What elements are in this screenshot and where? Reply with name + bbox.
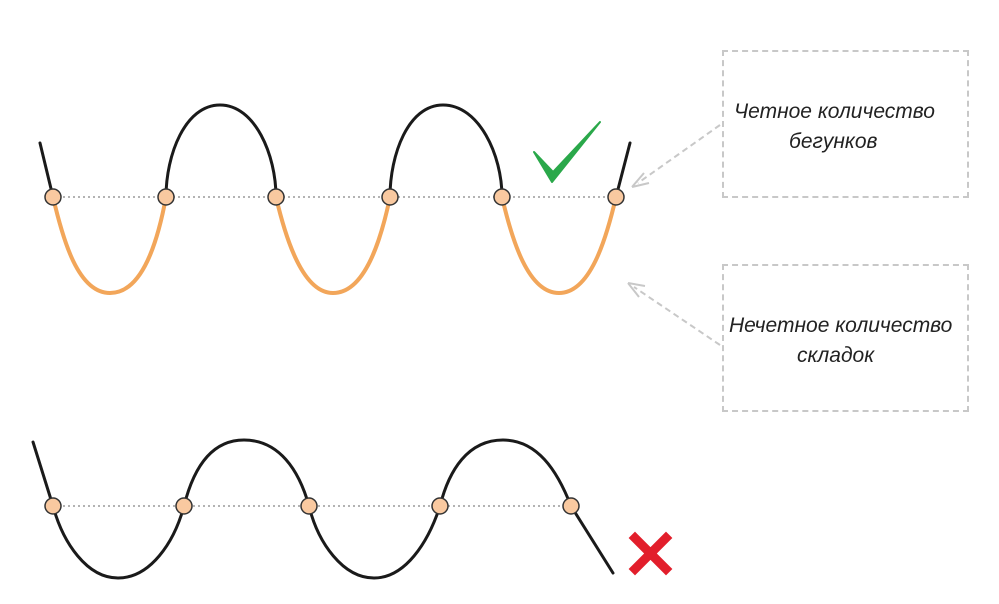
bottom-runner — [175, 497, 193, 515]
top-runner — [607, 188, 625, 206]
incorrect-wave-group — [31, 438, 673, 580]
top-edge-right — [614, 141, 632, 199]
odd-folds-label-line2: складок — [797, 344, 875, 367]
top-runner — [267, 188, 285, 206]
top-runner — [493, 188, 511, 206]
top-fold-1 — [51, 196, 168, 296]
top-crest-1 — [164, 103, 278, 198]
top-runner — [157, 188, 175, 206]
top-fold-2 — [274, 196, 392, 296]
cross-icon — [628, 531, 673, 576]
even-runners-label-line1: Четное количество — [734, 100, 935, 123]
bottom-runner — [431, 497, 449, 515]
even-runners-label-box: Четное количество бегунков — [722, 50, 969, 198]
top-runner — [381, 188, 399, 206]
check-icon — [533, 121, 601, 183]
correct-wave-group — [38, 103, 632, 296]
top-crest-2 — [388, 103, 504, 198]
pointer-arrow-runners — [631, 124, 721, 188]
bottom-runner — [562, 497, 580, 515]
even-runners-label-line2: бегунков — [789, 130, 878, 153]
pointer-arrow-folds — [627, 282, 721, 346]
top-runner — [44, 188, 62, 206]
top-edge-left — [38, 141, 55, 199]
odd-folds-label-box: Нечетное количество складок — [722, 264, 969, 412]
bottom-runner — [44, 497, 62, 515]
odd-folds-label-line1: Нечетное количество — [729, 314, 953, 337]
bottom-wave — [31, 438, 615, 580]
bottom-runner — [300, 497, 318, 515]
top-fold-3 — [500, 196, 618, 296]
